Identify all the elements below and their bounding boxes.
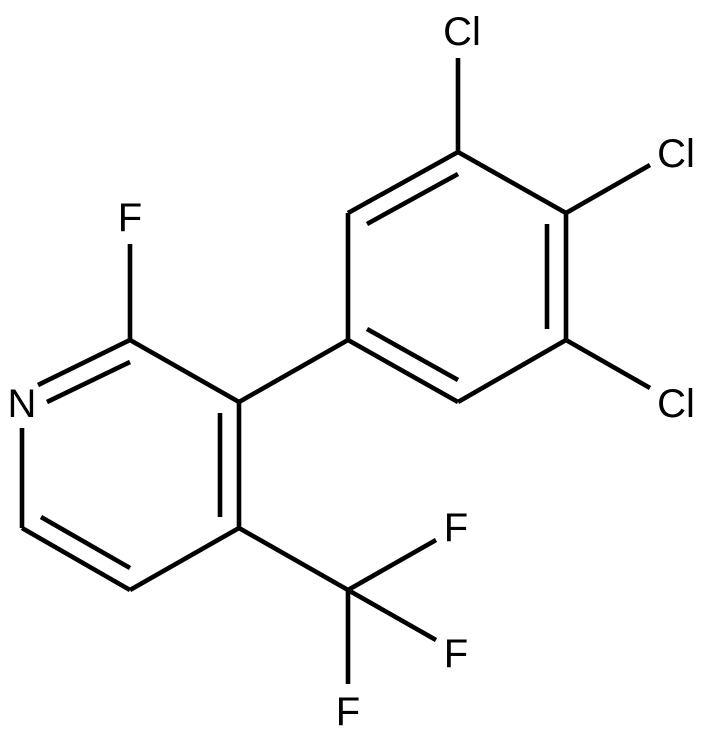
atom-label-f-pyridine: F [118, 196, 142, 240]
trichlorophenyl-ring [345, 149, 569, 405]
bond-c4p-cf3 [237, 526, 350, 592]
bond-c4p-c5p [128, 526, 241, 592]
bond-n-c2p [36, 337, 132, 388]
pyridine-ring [19, 337, 242, 592]
bond-c5p-c6p-inner [39, 515, 132, 570]
bond-c2-cl2 [564, 163, 652, 215]
bond-c1-c2 [456, 149, 568, 216]
bond-c4-c5 [346, 337, 460, 405]
atom-label-cl-top: Cl [443, 10, 481, 54]
atom-label-f-cf3-bottom: F [336, 690, 360, 734]
atom-label-n-pyridine: N [8, 382, 37, 426]
atom-label-f-cf3-middle: F [444, 632, 468, 676]
bond-c6-c1 [346, 149, 460, 216]
bond-n-c2p-inner [46, 359, 131, 405]
bond-c5p-c6p [20, 526, 132, 592]
bond-cf3-f3 [346, 588, 438, 642]
bond-c6-c1-inner [365, 171, 460, 227]
atom-label-cl-right-upper: Cl [657, 132, 695, 176]
atom-label-f-cf3-upper: F [444, 506, 468, 550]
bond-cf3-f2 [346, 538, 438, 592]
bond-c3-c4 [456, 338, 568, 404]
bond-c2p-c3p [128, 338, 241, 404]
bond-c4-c5-inner [365, 326, 460, 383]
bond-c3-cl3 [564, 338, 652, 390]
bond-biaryl [237, 338, 350, 404]
atom-label-cl-right-lower: Cl [657, 382, 695, 426]
